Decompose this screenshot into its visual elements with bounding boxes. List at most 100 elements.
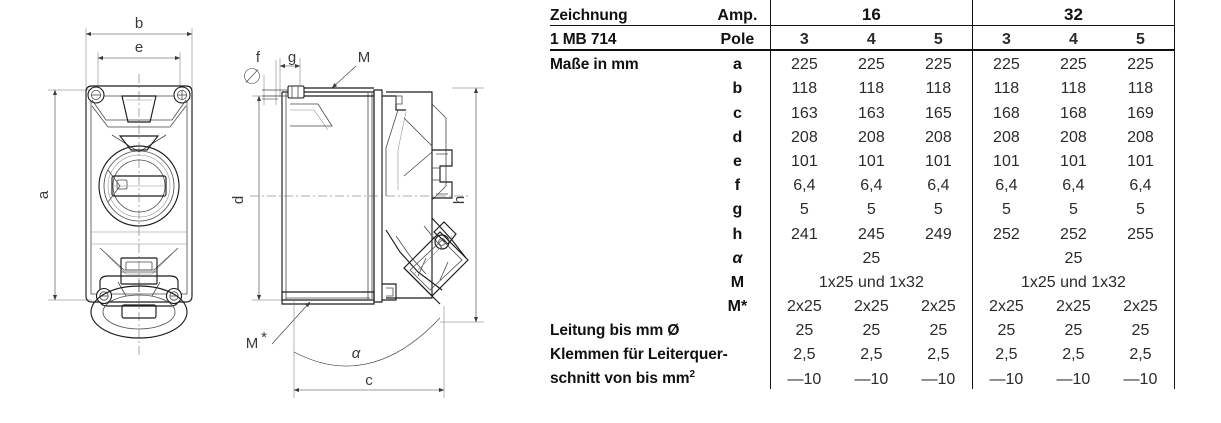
row-label-empty-c bbox=[550, 98, 705, 122]
table-row-alpha: α 25 25 bbox=[550, 243, 1176, 268]
pole-header-32-3: 3 bbox=[971, 25, 1040, 51]
amp-label: Amp. bbox=[704, 0, 771, 26]
cell-h-16-3: 241 bbox=[769, 219, 838, 244]
table-row: d 208 208 208 208 208 208 bbox=[550, 122, 1175, 147]
cell-f-16-4: 6,4 bbox=[860, 177, 883, 195]
cell-leitung-32-4: 25 bbox=[1064, 322, 1083, 340]
cell-f-16-3: 6,4 bbox=[769, 170, 838, 196]
cell-leitung-16-4: 25 bbox=[862, 322, 881, 340]
cell-a-16-5: 225 bbox=[925, 56, 952, 74]
row-symbol-b: b bbox=[732, 80, 743, 98]
cad-drawing-svg: .ol{fill:none;stroke:#1c1c1c;stroke-widt… bbox=[35, 15, 484, 398]
label-a: a bbox=[35, 190, 52, 199]
cell-a-16-3: 225 bbox=[769, 50, 838, 75]
table-row-klemmen-bottom: schnitt von bis mm2 —10 —10 —10 —10 —10 … bbox=[550, 364, 1175, 389]
label-d: d bbox=[230, 196, 247, 204]
label-b: b bbox=[135, 15, 143, 32]
cell-e-16-4: 101 bbox=[858, 152, 885, 170]
klemmen-label-line2: schnitt von bis mm2 bbox=[550, 364, 770, 388]
cell-h-32-3: 252 bbox=[971, 219, 1040, 244]
label-e: e bbox=[135, 39, 143, 56]
units-label: Maße in mm bbox=[550, 56, 639, 74]
cell-c-32-5: 169 bbox=[1106, 98, 1175, 123]
table-header-pole-row: 1 MB 714 Pole 3 4 5 3 4 5 bbox=[550, 25, 1175, 51]
table-row: h 241 245 249 252 252 255 bbox=[550, 219, 1175, 244]
drawing-title-line2: 1 MB 714 bbox=[550, 25, 705, 51]
row-label-empty-g bbox=[550, 195, 705, 219]
table-header-amp-row: Zeichnung Amp. 16 32 bbox=[550, 0, 1176, 26]
cell-klemmen-top-32-4: 2,5 bbox=[1062, 346, 1085, 364]
row-label-empty-m bbox=[550, 268, 705, 292]
pole-header-16-3: 3 bbox=[769, 25, 838, 51]
pole-header-32-4: 4 bbox=[1039, 25, 1107, 51]
row-label-empty-f bbox=[550, 171, 705, 195]
klemmen-label-line1: Klemmen für Leiterquer- bbox=[550, 346, 728, 364]
table-row-m: M 1x25 und 1x32 1x25 und 1x32 bbox=[550, 267, 1176, 292]
cell-h-32-4: 252 bbox=[1060, 225, 1087, 243]
cell-leitung-32-5: 25 bbox=[1106, 316, 1175, 341]
cell-c-32-3: 168 bbox=[971, 98, 1040, 123]
row-symbol-a: a bbox=[732, 56, 742, 74]
cell-alpha-16: 25 bbox=[769, 243, 973, 268]
cell-leitung-16-3: 25 bbox=[769, 316, 838, 341]
cell-alpha-32: 25 bbox=[971, 243, 1176, 268]
label-h: h bbox=[451, 196, 468, 204]
row-label-empty-alpha bbox=[550, 244, 705, 268]
cell-b-16-4: 118 bbox=[858, 80, 885, 98]
table-row: e 101 101 101 101 101 101 bbox=[550, 146, 1175, 171]
klemmen-label-line2-text: schnitt von bis mm bbox=[550, 370, 690, 388]
cell-g-32-5: 5 bbox=[1106, 195, 1175, 220]
label-M-star-asterisk: * bbox=[261, 329, 267, 346]
cell-klemmen-bot-16-4: —10 bbox=[854, 370, 889, 388]
cell-e-16-5: 101 bbox=[925, 152, 952, 170]
amp-group-16: 16 bbox=[769, 0, 973, 26]
cell-g-16-5: 5 bbox=[933, 201, 943, 219]
table-row: f 6,4 6,4 6,4 6,4 6,4 6,4 bbox=[550, 170, 1175, 196]
table-row-klemmen-top: Klemmen für Leiterquer- 2,5 2,5 2,5 2,5 … bbox=[550, 340, 1175, 365]
row-symbol-h: h bbox=[732, 225, 743, 243]
dimension-table-panel: Zeichnung Amp. 16 32 1 MB 714 Pole 3 4 5… bbox=[550, 0, 1190, 423]
cell-klemmen-top-16-3: 2,5 bbox=[769, 340, 838, 365]
row-label-empty-e bbox=[550, 147, 705, 171]
cell-d-16-4: 208 bbox=[858, 128, 885, 146]
table-row: b 118 118 118 118 118 118 bbox=[550, 74, 1175, 99]
pole-header-16-5: 5 bbox=[904, 25, 973, 51]
cell-klemmen-bot-32-4: —10 bbox=[1056, 370, 1091, 388]
cell-e-32-4: 101 bbox=[1060, 152, 1087, 170]
table-row: c 163 163 165 168 168 169 bbox=[550, 98, 1175, 123]
leitung-label: Leitung bis mm Ø bbox=[550, 322, 680, 340]
cell-a-16-4: 225 bbox=[858, 56, 885, 74]
dimension-table: Zeichnung Amp. 16 32 1 MB 714 Pole 3 4 5… bbox=[550, 0, 1176, 389]
cell-a-32-4: 225 bbox=[1060, 56, 1087, 74]
cell-g-16-3: 5 bbox=[769, 195, 838, 220]
cell-d-32-3: 208 bbox=[971, 122, 1040, 147]
cell-e-32-5: 101 bbox=[1106, 146, 1175, 171]
cell-d-32-5: 208 bbox=[1106, 122, 1175, 147]
cell-b-16-5: 118 bbox=[925, 80, 952, 98]
cell-f-32-5: 6,4 bbox=[1106, 170, 1175, 196]
cell-b-32-3: 118 bbox=[971, 74, 1040, 99]
cell-mstar-16-5: 2x25 bbox=[921, 298, 956, 316]
row-label-empty-b bbox=[550, 74, 705, 98]
pole-label: Pole bbox=[704, 25, 771, 51]
cell-mstar-32-3: 2x25 bbox=[971, 291, 1040, 317]
cell-klemmen-bot-16-3: —10 bbox=[769, 364, 838, 389]
table-row: Maße in mm a 225 225 225 225 225 225 bbox=[550, 50, 1175, 75]
cell-h-32-5: 255 bbox=[1106, 219, 1175, 244]
row-symbol-g: g bbox=[732, 201, 743, 219]
row-symbol-e: e bbox=[732, 152, 742, 170]
cell-g-16-4: 5 bbox=[866, 201, 876, 219]
row-symbol-c: c bbox=[732, 104, 742, 122]
cell-e-32-3: 101 bbox=[971, 146, 1040, 171]
cell-c-16-5: 165 bbox=[925, 104, 952, 122]
row-label-empty-h bbox=[550, 219, 705, 243]
row-symbol-m: M bbox=[730, 273, 745, 291]
cell-mstar-16-3: 2x25 bbox=[769, 291, 838, 317]
cell-f-32-3: 6,4 bbox=[971, 170, 1040, 196]
cell-mstar-16-4: 2x25 bbox=[854, 298, 889, 316]
cell-f-16-5: 6,4 bbox=[927, 177, 950, 195]
table-row-leitung: Leitung bis mm Ø 25 25 25 25 25 25 bbox=[550, 316, 1175, 341]
cell-c-32-4: 168 bbox=[1060, 104, 1087, 122]
drawing-title-line1: Zeichnung bbox=[550, 0, 705, 26]
label-c: c bbox=[365, 372, 373, 389]
